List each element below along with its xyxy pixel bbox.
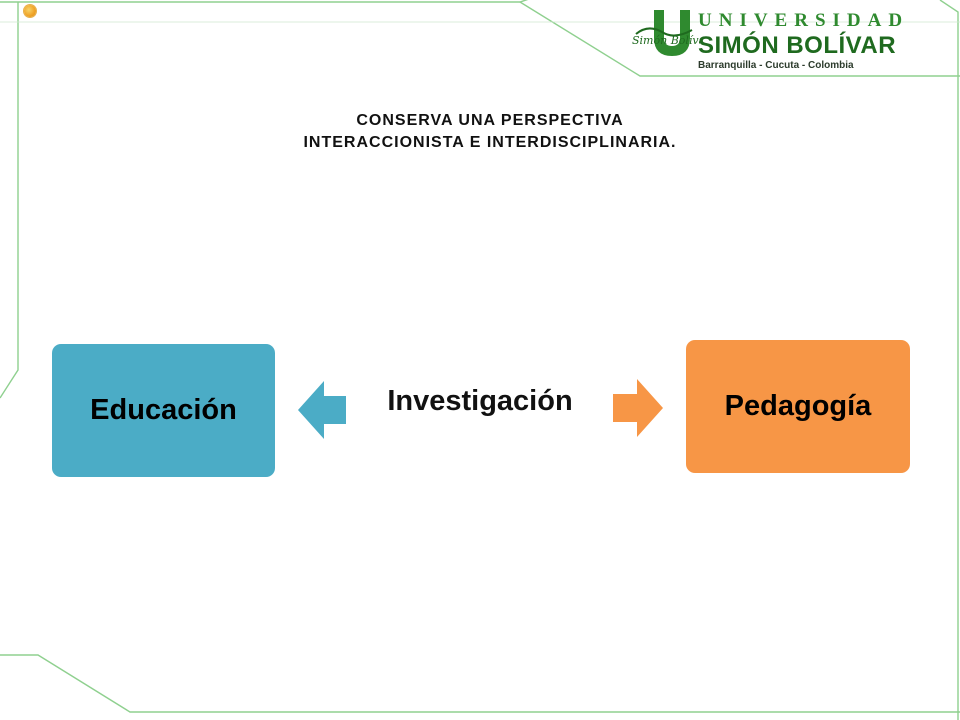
frame-left-line xyxy=(0,2,19,399)
university-emblem-icon: Simón Bolívar xyxy=(632,10,700,56)
pedagogia-box: Pedagogía xyxy=(686,340,910,473)
university-logo: Simón Bolívar UNIVERSIDAD SIMÓN BOLÍVAR … xyxy=(628,4,928,74)
frame-right-line xyxy=(939,0,959,720)
frame-top-line xyxy=(0,0,529,3)
arrow-right-icon xyxy=(613,379,663,437)
frame-header-line xyxy=(519,1,960,77)
investigacion-label: Investigación xyxy=(387,385,573,417)
title-line-2: INTERACCIONISTA E INTERDISCIPLINARIA. xyxy=(303,134,677,151)
arrow-left-icon xyxy=(298,381,346,439)
frame-bottom-line xyxy=(0,654,960,713)
title-line-1: CONSERVA UNA PERSPECTIVA xyxy=(356,112,624,129)
logo-simon-bolivar: SIMÓN BOLÍVAR xyxy=(698,32,897,59)
logo-script-text: Simón Bolívar xyxy=(632,34,700,47)
educacion-box: Educación xyxy=(52,344,275,477)
logo-cities: Barranquilla - Cucuta - Colombia xyxy=(698,60,854,71)
logo-universidad: UNIVERSIDAD xyxy=(698,10,910,31)
corner-dot-icon xyxy=(24,5,36,17)
slide-title: CONSERVA UNA PERSPECTIVA INTERACCIONISTA… xyxy=(180,110,800,154)
